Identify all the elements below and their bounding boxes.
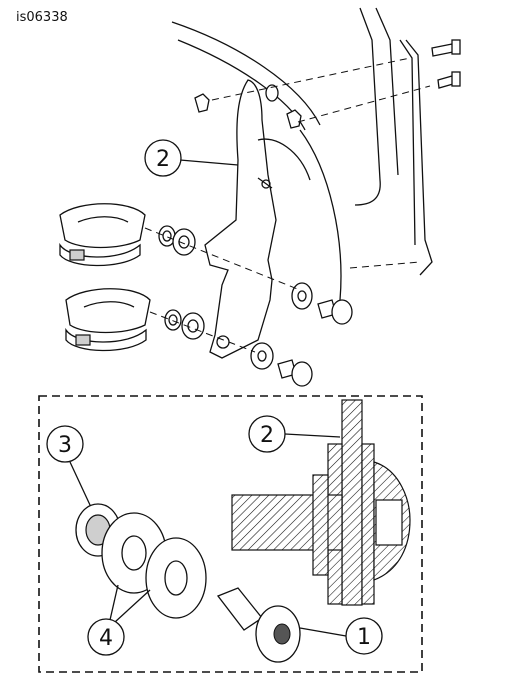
- washers-nuts: [158, 84, 313, 370]
- bolts: [277, 39, 461, 387]
- cross-section-detail: [231, 399, 411, 606]
- callout-3: 3: [46, 425, 91, 506]
- assembly-guide-lines: [144, 57, 431, 353]
- svg-text:4: 4: [99, 626, 113, 651]
- detail-inset-border: [38, 395, 423, 673]
- windshield-frame: [171, 7, 433, 301]
- callout-2-top: 2: [144, 139, 239, 177]
- svg-text:2: 2: [260, 423, 274, 448]
- callout-2-detail: 2: [248, 415, 341, 453]
- callout-1: 1: [299, 617, 383, 655]
- figure-reference-id: is06338: [16, 10, 68, 25]
- svg-text:3: 3: [58, 433, 72, 458]
- callout-4: 4: [87, 584, 151, 656]
- nut-washer-set: [75, 503, 207, 619]
- svg-text:2: 2: [156, 147, 170, 172]
- clamp-assemblies: [59, 203, 151, 352]
- svg-text:1: 1: [357, 625, 371, 650]
- shoulder-bolt: [216, 587, 301, 663]
